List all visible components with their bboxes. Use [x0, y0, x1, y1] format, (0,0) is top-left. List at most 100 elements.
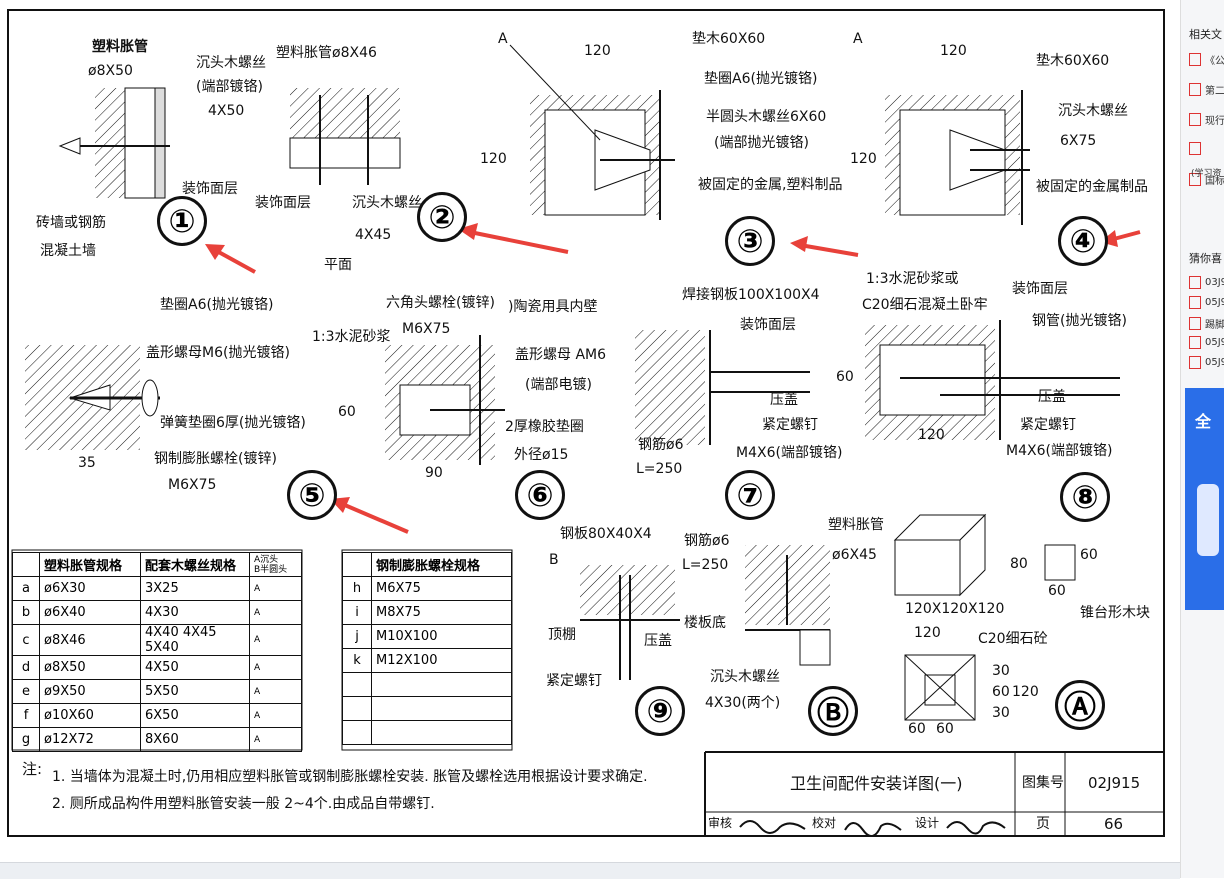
label: 压盖: [1038, 389, 1066, 405]
pdf-icon: [1189, 173, 1201, 186]
row-letter: c: [12, 624, 40, 656]
recommend-item[interactable]: 05J9: [1189, 296, 1224, 309]
label: 钢板80X40X4: [560, 526, 652, 542]
recommend-title: 03J9: [1205, 277, 1224, 288]
label: 沉头木螺丝: [1058, 103, 1128, 119]
recommend-item[interactable]: 踢脚: [1189, 316, 1224, 331]
label: 钢管(抛光镀铬): [1032, 313, 1127, 329]
label: ø6X45: [832, 547, 877, 563]
table-cell: ø6X40: [39, 600, 141, 625]
table-cell: 3X25: [140, 576, 250, 601]
label: (端部电镀): [525, 377, 592, 393]
drawing-title: 卫生间配件安装详图(一): [790, 774, 963, 793]
detail-1-graphic: [58, 87, 170, 199]
label: 钢筋ø6: [638, 437, 684, 453]
related-doc-item[interactable]: 第二: [1189, 82, 1224, 97]
label: 紧定螺钉: [762, 417, 818, 433]
label: 60: [1080, 547, 1098, 563]
check-label: 校对: [812, 816, 837, 830]
pdf-icon: [1189, 276, 1201, 289]
atlas-number: 02J915: [1088, 774, 1141, 792]
label: M6X75: [402, 321, 451, 337]
callout-7: ⑦: [725, 470, 775, 520]
label: 90: [425, 465, 443, 481]
table-cell: A: [249, 655, 302, 680]
label: L=250: [682, 557, 729, 573]
label: 120: [480, 151, 507, 167]
recommend-title: 05J9: [1205, 337, 1224, 348]
label: 120: [940, 43, 967, 59]
related-doc-item[interactable]: 现行: [1189, 112, 1224, 127]
label: M4X6(端部镀铬): [736, 445, 843, 461]
label: 压盖: [770, 392, 798, 408]
header-cell: [12, 552, 40, 577]
header-cell: 配套木螺丝规格: [140, 552, 250, 577]
label: 钢筋ø6: [684, 533, 730, 549]
table-cell: 8X60: [140, 727, 250, 752]
label: 1:3水泥砂浆: [312, 329, 391, 345]
detail-9-graphic: [580, 565, 680, 680]
label: 六角头螺栓(镀锌): [386, 295, 495, 311]
label: B: [549, 552, 559, 568]
callout-9: ⑨: [635, 686, 685, 736]
label: 压盖: [644, 633, 672, 649]
label: 混凝土墙: [40, 243, 96, 259]
table-cell: [371, 672, 512, 697]
pdf-icon: [1189, 53, 1201, 66]
pdf-icon: [1189, 317, 1201, 330]
label: A: [498, 31, 508, 47]
label: 砖墙或钢筋: [36, 215, 106, 231]
table-cell: A: [249, 727, 302, 752]
label: 垫圈A6(抛光镀铬): [160, 297, 274, 313]
atlas-label: 图集号: [1022, 775, 1064, 791]
row-letter: b: [12, 600, 40, 625]
drawing-sheet: [7, 9, 1165, 837]
label: 4X30(两个): [705, 695, 781, 711]
related-doc-item[interactable]: 国标: [1189, 172, 1224, 187]
detail-A-graphic: [893, 513, 1076, 721]
pdf-icon: [1189, 296, 1201, 309]
review-label: 审核: [708, 816, 733, 830]
callout-5: ⑤: [287, 470, 337, 520]
label: 沉头木螺丝: [352, 195, 422, 211]
related-doc-item[interactable]: 《公: [1189, 52, 1224, 67]
label: L=250: [636, 461, 683, 477]
detail-8-graphic: [865, 320, 1120, 440]
label: 装饰面层: [255, 195, 311, 211]
label: ø8X50: [88, 63, 133, 79]
row-letter: k: [342, 648, 372, 673]
label: 焊接钢板100X100X4: [682, 287, 820, 303]
horizontal-scrollbar[interactable]: [0, 862, 1180, 879]
table-cell: ø8X50: [39, 655, 141, 680]
detail-5-graphic: [25, 345, 160, 450]
label: 60: [1048, 583, 1066, 599]
table-cell: A: [249, 703, 302, 728]
recommend-item[interactable]: 05J9: [1189, 336, 1224, 349]
signature-review: [739, 820, 806, 834]
recommend-item[interactable]: 05J9: [1189, 356, 1224, 369]
label: 被固定的金属,塑料制品: [698, 177, 843, 193]
recommend-title: 05J9: [1205, 357, 1224, 368]
related-doc-item[interactable]: [1189, 142, 1205, 155]
table-cell: M6X75: [371, 576, 512, 601]
label: 装饰面层: [740, 317, 796, 333]
recommend-item[interactable]: 03J9: [1189, 276, 1224, 289]
label: 120: [914, 625, 941, 641]
label: 楼板底: [684, 615, 726, 631]
promo-banner[interactable]: 全: [1185, 388, 1224, 610]
pdf-icon: [1189, 142, 1201, 155]
table-cell: ø9X50: [39, 679, 141, 704]
detail-3-graphic: [509, 44, 675, 220]
label: 盖形螺母 AM6: [515, 347, 607, 363]
pdf-icon: [1189, 83, 1201, 96]
label: 盖形螺母M6(抛光镀铬): [146, 345, 290, 361]
signature-check: [844, 822, 902, 836]
